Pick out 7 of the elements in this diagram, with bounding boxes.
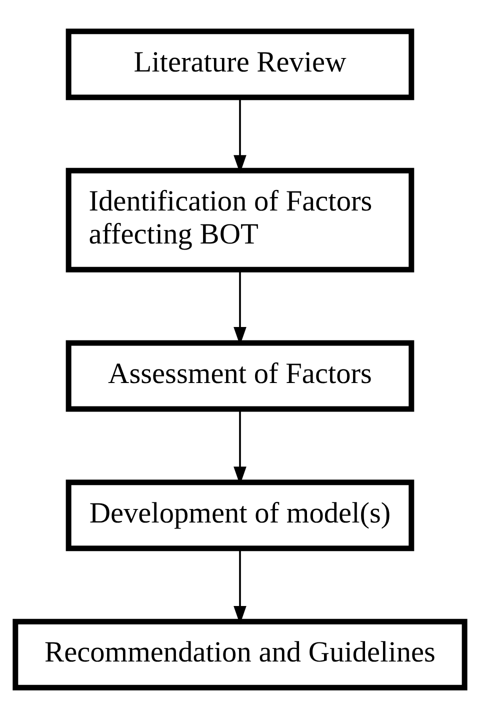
arrow	[234, 98, 246, 174]
node-box: Assessment of Factors	[66, 340, 414, 412]
node-box: Recommendation and Guidelines	[12, 618, 468, 690]
node-box: Identification of Factors affecting BOT	[66, 168, 414, 272]
node-box: Development of model(s)	[66, 480, 414, 552]
arrow	[234, 548, 246, 624]
node-box: Literature Review	[66, 28, 414, 100]
